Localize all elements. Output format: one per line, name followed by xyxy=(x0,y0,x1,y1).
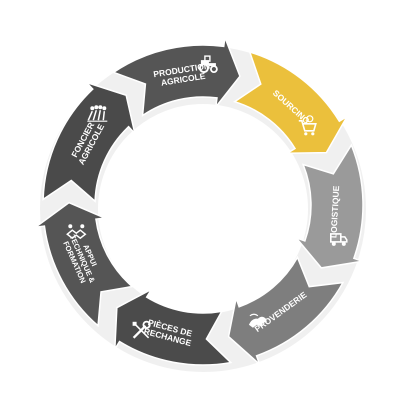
tractor-icon xyxy=(198,55,218,74)
arrow-pieces-de-rechange xyxy=(114,287,233,366)
shopping-cart-icon xyxy=(298,115,317,136)
label-logistique: LOGISTIQUE xyxy=(328,185,341,238)
segment-production-agricole: PRODUCTIONAGRICOLE xyxy=(111,37,241,117)
arrow-production-agricole xyxy=(111,37,241,117)
segment-sourcing: SOURCING xyxy=(232,50,348,154)
segment-appui-technique-formation: APPUITECHNIQUE &FORMATION xyxy=(35,201,134,328)
segment-provenderie: PROVENDERIE xyxy=(227,255,345,365)
arrow-logistique xyxy=(294,143,364,269)
segment-pieces-de-rechange: PIÈCES DERECHANGE xyxy=(114,287,233,366)
segment-logistique: LOGISTIQUE xyxy=(294,143,364,269)
arrow-appui-technique-formation xyxy=(35,201,134,328)
arrow-provenderie xyxy=(227,255,345,365)
delivery-truck-icon xyxy=(329,233,348,246)
wrench-tools-icon xyxy=(132,320,151,339)
label-line: LOGISTIQUE xyxy=(328,185,341,238)
segment-foncier-agricole: FONCIERAGRICOLE xyxy=(42,81,137,203)
livestock-icon xyxy=(248,313,267,328)
field-crops-icon xyxy=(87,105,108,122)
training-handshake-icon xyxy=(66,224,87,240)
arrow-foncier-agricole xyxy=(42,81,137,203)
arrow-sourcing xyxy=(232,50,348,154)
